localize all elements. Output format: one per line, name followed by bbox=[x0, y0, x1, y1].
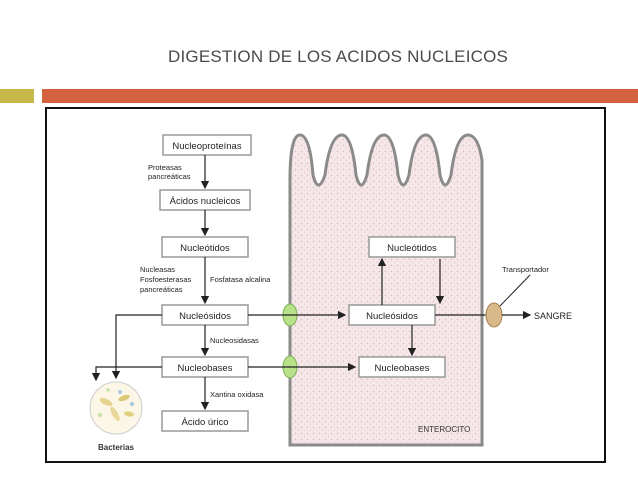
enzyme-proteasas: Proteasas bbox=[148, 163, 182, 172]
enzyme-fosfatasa: Fosfatasa alcalina bbox=[210, 275, 271, 284]
enzyme-nucleosidasas: Nucleosidasas bbox=[210, 336, 259, 345]
svg-text:Nucleobases: Nucleobases bbox=[178, 363, 233, 374]
transporter-sangre bbox=[485, 302, 503, 328]
box-nucleotidos-left: Nucleótidos bbox=[161, 236, 249, 258]
enzyme-fosfoesterasas: Fosfoesterasas bbox=[140, 275, 192, 284]
svg-text:Nucleótidos: Nucleótidos bbox=[180, 243, 230, 254]
accent-bar-right bbox=[42, 89, 638, 103]
box-nucleosidos-cell: Nucleósidos bbox=[348, 304, 436, 326]
svg-text:Nucleoproteínas: Nucleoproteínas bbox=[172, 141, 241, 152]
enterocito-label: ENTEROCITO bbox=[418, 425, 470, 434]
accent-bar-left bbox=[0, 89, 34, 103]
box-nucleosidos-left: Nucleósidos bbox=[161, 304, 249, 326]
svg-text:Ácido úrico: Ácido úrico bbox=[182, 417, 229, 428]
enzyme-nucleasas: Nucleasas bbox=[140, 265, 175, 274]
svg-text:Nucleósidos: Nucleósidos bbox=[179, 311, 231, 322]
box-acidos-nucleicos: Ácidos nucleicos bbox=[159, 189, 251, 211]
bacterias-label: Bacterias bbox=[98, 443, 135, 452]
enzyme-proteasas-2: pancreáticas bbox=[148, 172, 191, 181]
sangre-label: SANGRE bbox=[534, 311, 572, 321]
box-nucleobases-left: Nucleobases bbox=[161, 356, 249, 378]
box-acido-urico: Ácido úrico bbox=[161, 410, 249, 432]
svg-text:Ácidos nucleicos: Ácidos nucleicos bbox=[170, 196, 241, 207]
enterocyte-cell bbox=[288, 133, 484, 447]
box-nucleotidos-cell: Nucleótidos bbox=[368, 236, 456, 258]
bacteria-illustration bbox=[89, 381, 143, 435]
box-nucleoproteinas: Nucleoproteínas bbox=[162, 134, 252, 156]
transportador-label: Transportador bbox=[502, 265, 549, 274]
slide-title: DIGESTION DE LOS ACIDOS NUCLEICOS bbox=[168, 47, 509, 66]
svg-text:Nucleobases: Nucleobases bbox=[375, 363, 430, 374]
enzyme-pancreaticas: pancreáticas bbox=[140, 285, 183, 294]
svg-text:Nucleósidos: Nucleósidos bbox=[366, 311, 418, 322]
svg-text:Nucleótidos: Nucleótidos bbox=[387, 243, 437, 254]
box-nucleobases-cell: Nucleobases bbox=[358, 356, 446, 378]
enzyme-xantina-oxidasa: Xantina oxidasa bbox=[210, 390, 264, 399]
